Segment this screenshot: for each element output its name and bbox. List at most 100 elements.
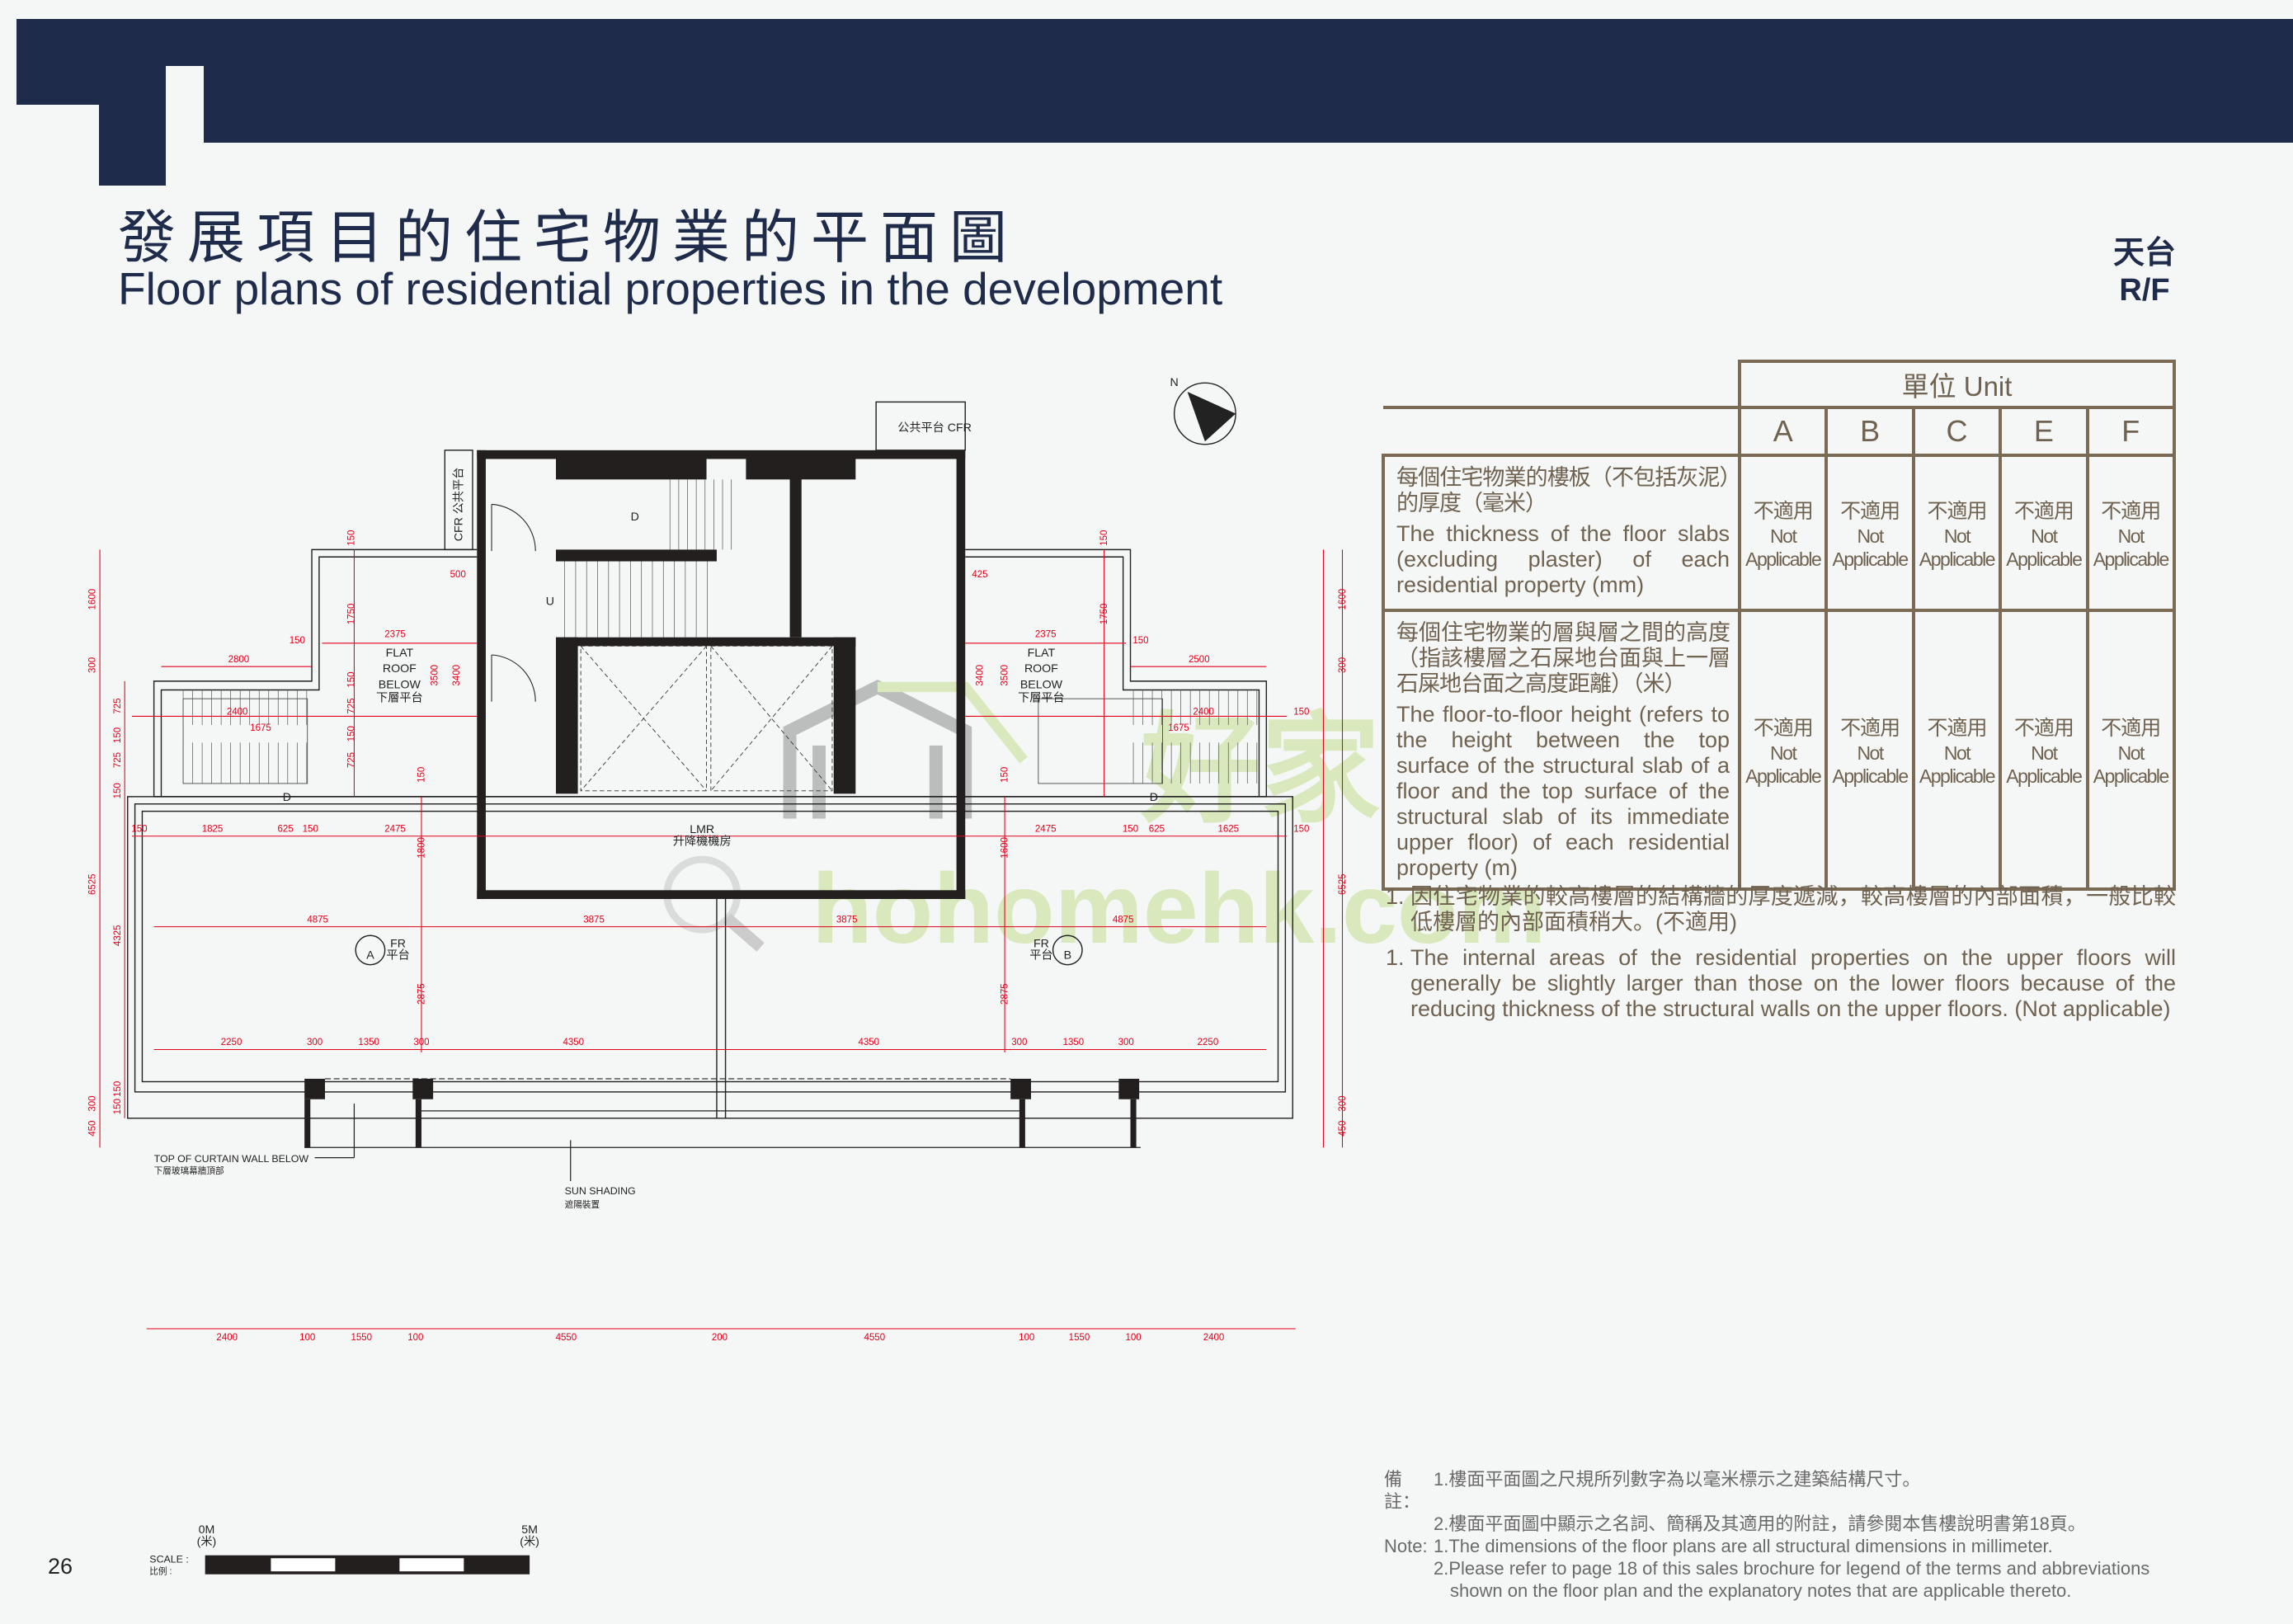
table-row: 每個住宅物業的樓板（不包括灰泥）的厚度（毫米） The thickness of… <box>1382 454 2177 612</box>
dimension-label: 150 <box>113 727 123 743</box>
dimension-label: 1675 <box>250 723 271 733</box>
dimension-label: 425 <box>972 570 987 580</box>
dimension-label: 1675 <box>1168 723 1189 733</box>
dimension-label: 1600 <box>1338 589 1348 610</box>
unit-b-marker: B FR 平台 <box>1029 934 1083 966</box>
dimension-label: 1750 <box>346 604 356 625</box>
dimension-label: 4550 <box>864 1333 886 1343</box>
row-label: 每個住宅物業的層與層之間的高度（指該樓層之石屎地台面與上一層石屎地台面之高度距離… <box>1382 609 1741 891</box>
dimension-label: 2400 <box>227 708 248 718</box>
dimension-label: 200 <box>712 1333 727 1343</box>
svg-text:B: B <box>1064 949 1071 963</box>
dimension-label: 625 <box>1149 824 1165 834</box>
svg-text:(米): (米) <box>197 1535 217 1548</box>
dimension-label: 2475 <box>1035 824 1057 834</box>
svg-text:FLAT: FLAT <box>1028 647 1056 660</box>
dimension-label: 725 <box>113 698 123 713</box>
table-row: 每個住宅物業的層與層之間的高度（指該樓層之石屎地台面與上一層石屎地台面之高度距離… <box>1382 609 2177 891</box>
unit-a-marker: A FR 平台 <box>355 934 410 966</box>
dimension-label: 3500 <box>430 665 440 686</box>
unit-c-header: C <box>1911 406 2003 457</box>
dimension-label: 150 <box>417 767 426 783</box>
dimension-label: 450 <box>88 1121 98 1137</box>
flat-roof-right: FLAT ROOF BELOW 下層平台 <box>1018 647 1065 705</box>
flat-roof-left: FLAT ROOF BELOW 下層平台 <box>376 647 423 705</box>
dimension-label: 1600 <box>88 589 98 610</box>
unit-f-header: F <box>2085 406 2177 457</box>
dimension-label: 300 <box>307 1038 323 1047</box>
dimension-label: 1625 <box>1217 824 1239 834</box>
dimension-label: 2400 <box>1193 708 1214 718</box>
svg-text:SCALE :: SCALE : <box>149 1554 189 1565</box>
svg-text:下層平台: 下層平台 <box>376 692 423 705</box>
page-title-zh: 發展項目的住宅物業的平面圖 <box>118 204 1019 271</box>
dimension-label: 3500 <box>1001 665 1010 686</box>
dimension-label: 1750 <box>1099 604 1109 625</box>
dimension-label: 3875 <box>583 915 605 925</box>
svg-text:A: A <box>366 949 374 963</box>
dimension-label: 4325 <box>113 925 123 946</box>
dimension-label: 6525 <box>88 873 98 895</box>
dimension-label: 150 <box>1293 824 1309 834</box>
dimension-label: 300 <box>1011 1038 1027 1047</box>
page-number: 26 <box>48 1554 73 1579</box>
dimension-label: 2475 <box>384 824 406 834</box>
dimension-label: 300 <box>1118 1038 1134 1047</box>
watermark-zh: 好家 <box>1140 703 1381 837</box>
dimension-label: 3875 <box>836 915 858 925</box>
dimension-label: 2400 <box>216 1333 238 1343</box>
header-band <box>99 105 166 186</box>
dimension-label: 1800 <box>417 837 426 859</box>
dimension-label: 1550 <box>351 1333 372 1343</box>
dimension-label: 300 <box>1338 1095 1348 1111</box>
dimension-label: 150 <box>1293 708 1309 718</box>
dimension-label: 150 <box>131 824 147 834</box>
row-label: 每個住宅物業的樓板（不包括灰泥）的厚度（毫米） The thickness of… <box>1382 454 1741 612</box>
svg-text:平台: 平台 <box>386 949 409 963</box>
unit-spec-table: 單位 Unit A B C E F 每個住宅物業的樓板（不包括灰泥）的厚度（毫米… <box>1382 360 2177 891</box>
dimension-label: 1350 <box>1063 1038 1085 1047</box>
dimension-label: 725 <box>346 698 356 713</box>
dimension-label: 2375 <box>384 630 406 640</box>
dimension-label: 1550 <box>1069 1333 1090 1343</box>
dimension-label: 4875 <box>307 915 328 925</box>
stair-up-label: U <box>546 595 554 609</box>
dimension-label: 300 <box>88 1095 98 1111</box>
svg-text:5M: 5M <box>521 1523 538 1537</box>
dimension-label: 150 <box>113 783 123 798</box>
dimension-label: 150 <box>346 672 356 688</box>
svg-text:下層平台: 下層平台 <box>1018 692 1065 705</box>
floor-label-zh: 天台 <box>2112 236 2176 271</box>
dimension-label: 1825 <box>202 824 224 834</box>
dimension-label: 1600 <box>1001 837 1010 859</box>
header-band <box>16 19 2293 66</box>
svg-text:比例 :: 比例 : <box>149 1566 172 1577</box>
lmr-label-zh: 升降機機房 <box>673 835 732 848</box>
header-band <box>16 66 166 105</box>
floor-label-en: R/F <box>2119 273 2170 308</box>
dimension-label: 2250 <box>221 1038 242 1047</box>
svg-text:FR: FR <box>1033 937 1049 950</box>
floor-label: 天台 R/F <box>2095 235 2194 309</box>
dimension-label: 150 <box>290 636 305 646</box>
dimension-label: 100 <box>1019 1333 1034 1343</box>
doors <box>491 503 536 702</box>
svg-text:FLAT: FLAT <box>386 647 414 660</box>
dimension-label: 150 <box>1123 824 1138 834</box>
stair-down-label: D <box>1150 791 1158 804</box>
dimension-label: 2800 <box>228 655 250 665</box>
page-title-en: Floor plans of residential properties in… <box>118 263 1223 314</box>
footnotes: 備註：1.樓面平面圖之尺規所列數字為以毫米標示之建築結構尺寸。 2.樓面平面圖中… <box>1384 1469 2150 1601</box>
dimension-label: 725 <box>346 752 356 768</box>
dimension-label: 2400 <box>1203 1333 1225 1343</box>
dimension-label: 300 <box>88 657 98 673</box>
core-walls <box>304 450 1140 1148</box>
dimension-label: 4875 <box>1113 915 1134 925</box>
